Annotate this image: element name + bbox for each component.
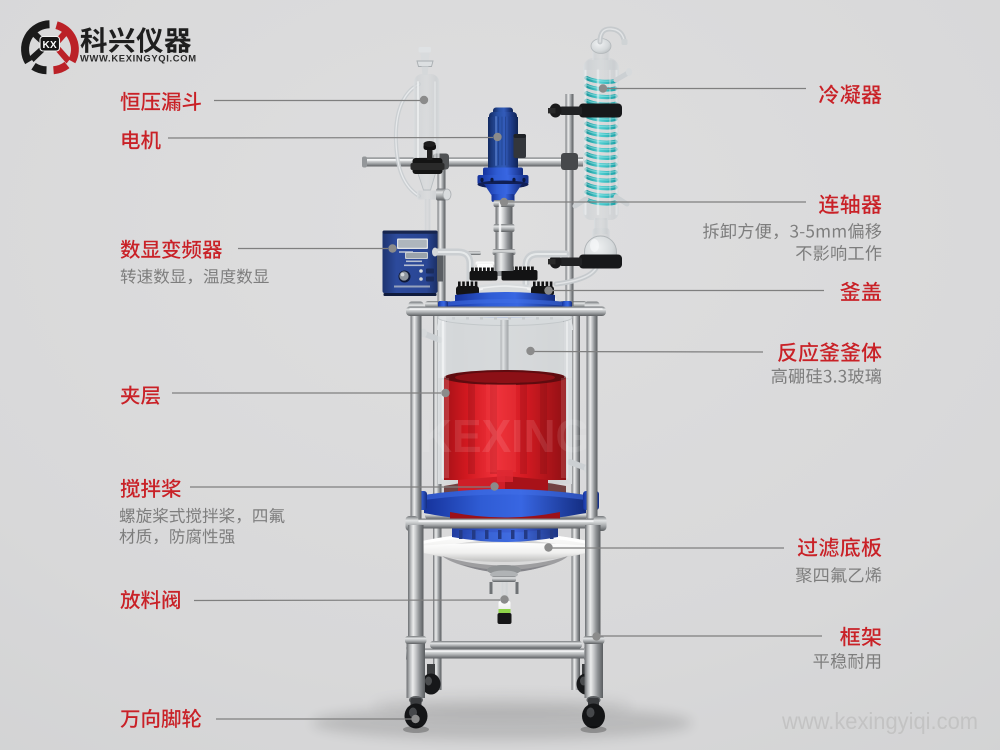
svg-text:KEXING: KEXING [420, 410, 590, 462]
svg-text:www.kexingyiqi.com: www.kexingyiqi.com [781, 708, 978, 734]
svg-text:WWW.KEXINGYQI.COM: WWW.KEXINGYQI.COM [80, 52, 196, 63]
svg-text:KX: KX [42, 40, 57, 51]
